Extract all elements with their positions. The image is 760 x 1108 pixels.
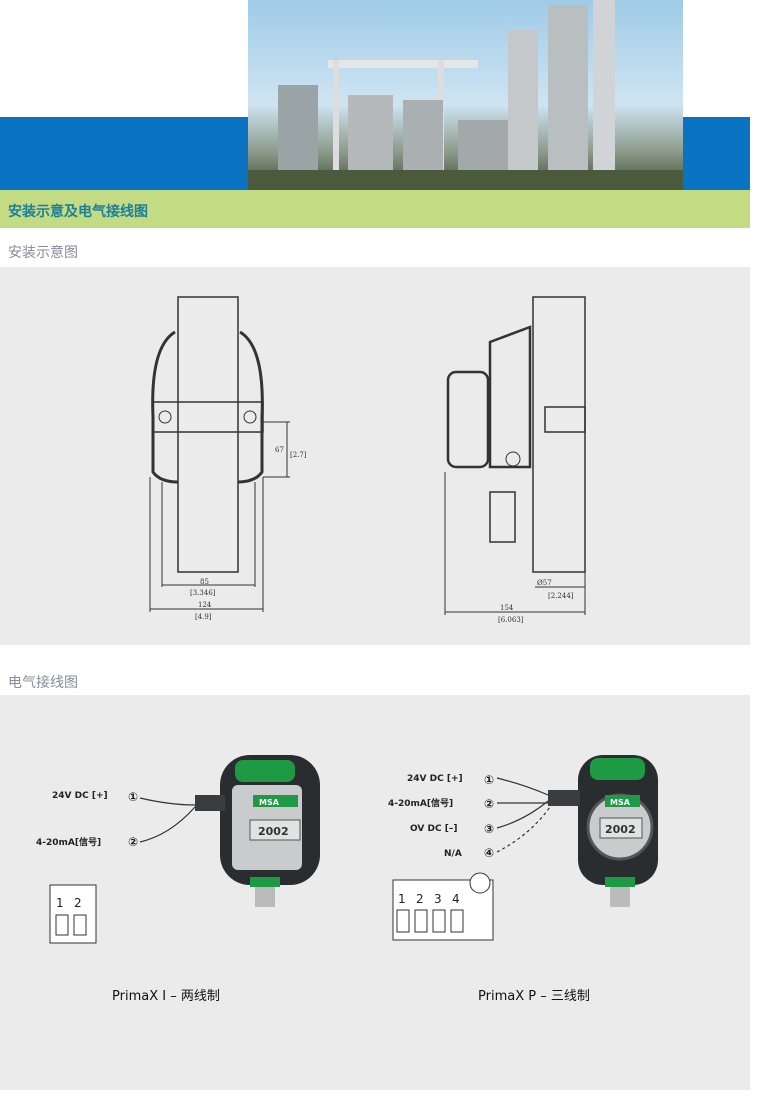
left-num-1: ① xyxy=(128,790,138,804)
right-block-1: 1 xyxy=(398,892,406,906)
wiring-title: 电气接线图 xyxy=(8,675,78,691)
primax-p-device: MSA 2002 xyxy=(548,755,658,907)
left-brand: MSA xyxy=(259,798,280,807)
right-terminal-block: 1 2 3 4 xyxy=(392,872,494,941)
side-pipe-dim: Ø57 xyxy=(537,579,552,587)
refinery-photo xyxy=(248,0,683,190)
front-height-dim: 67 xyxy=(275,446,284,454)
front-inner-dim: 85 xyxy=(200,578,209,586)
right-num-2: ② xyxy=(484,797,494,811)
left-terminal-1: 24V DC [+] xyxy=(52,791,108,801)
left-caption: PrimaX I – 两线制 xyxy=(112,989,220,1004)
section-title: 安装示意及电气接线图 xyxy=(8,204,148,220)
right-block-3: 3 xyxy=(434,892,442,906)
installation-diagram-panel: 85 [3.346] 124 [4.9] 67 [2.7] Ø57 [2.244… xyxy=(0,267,750,645)
front-outer-dim: 124 xyxy=(198,601,212,609)
left-terminal-block: 1 2 xyxy=(49,884,97,944)
front-outer-dim-in: [4.9] xyxy=(195,613,212,621)
right-terminal-1: 24V DC [+] xyxy=(407,774,463,784)
right-num-4: ④ xyxy=(484,846,494,860)
left-block-1: 1 xyxy=(56,896,64,910)
right-terminal-3: OV DC [–] xyxy=(410,824,457,834)
side-depth-dim: 154 xyxy=(500,604,514,612)
right-brand: MSA xyxy=(610,798,631,807)
front-inner-dim-in: [3.346] xyxy=(190,589,216,597)
right-block-2: 2 xyxy=(416,892,424,906)
installation-title: 安装示意图 xyxy=(8,245,78,261)
right-display: 2002 xyxy=(605,823,636,836)
left-block-2: 2 xyxy=(74,896,82,910)
primax-i-device: MSA 2002 xyxy=(195,755,320,907)
side-depth-dim-in: [6.063] xyxy=(498,616,524,624)
right-block-4: 4 xyxy=(452,892,460,906)
left-display: 2002 xyxy=(258,825,289,838)
right-num-1: ① xyxy=(484,773,494,787)
front-height-dim-in: [2.7] xyxy=(290,451,307,459)
wiring-drawing: MSA 2002 24V DC [+] 4-20mA[信号] ① ② 1 2 P… xyxy=(36,755,658,1004)
right-num-3: ③ xyxy=(484,822,494,836)
right-terminal-2: 4-20mA[信号] xyxy=(388,797,453,809)
installation-drawing: 85 [3.346] 124 [4.9] 67 [2.7] Ø57 [2.244… xyxy=(149,296,586,624)
left-terminal-2: 4-20mA[信号] xyxy=(36,836,101,848)
side-pipe-dim-in: [2.244] xyxy=(548,592,574,600)
right-terminal-4: N/A xyxy=(444,849,462,859)
section-header-bar: 安装示意及电气接线图 xyxy=(0,190,750,228)
right-caption: PrimaX P – 三线制 xyxy=(478,989,590,1004)
left-num-2: ② xyxy=(128,835,138,849)
wiring-diagram-panel: MSA 2002 24V DC [+] 4-20mA[信号] ① ② 1 2 P… xyxy=(0,695,750,1090)
